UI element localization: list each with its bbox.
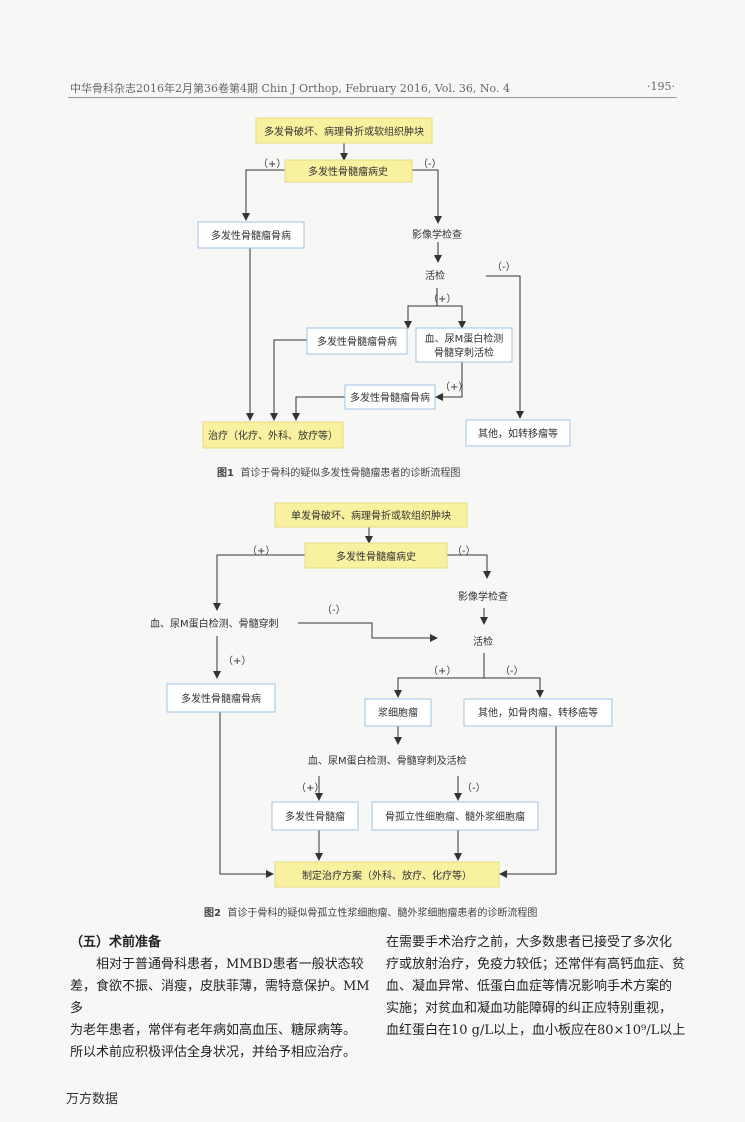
fig2-caption-label: 图2 [204,908,221,919]
body-right-line-4: 实施；对贫血和凝血功能障碍的纠正应特别重视， [386,1001,673,1016]
page-number: ·195· [647,80,675,93]
fig1-label-neg-1: （-） [418,158,442,170]
fig1-imaging-text: 影像学检查 [412,228,462,241]
fig2-history-text: 多发性骨髓瘤病史 [336,550,416,563]
fig1-history-box [284,159,413,183]
header-rule [68,97,677,98]
fig1-history-text: 多发性骨髓瘤病史 [308,165,388,178]
fig1-caption: 图1 首诊于骨科的疑似多发性骨髓瘤患者的诊断流程图 [217,464,460,479]
fig2-other-box [463,698,613,727]
fig1-label-pos-2: （+） [428,293,456,305]
watermark-text: 万方数据 [66,1092,119,1107]
fig2-other-text: 其他，如骨肉瘤、转移癌等 [478,706,598,719]
fig2-mm-text: 多发性骨髓瘤 [285,810,345,823]
fig1-mmbd-left-box [197,221,305,249]
fig2-label-pos-4: （+） [296,782,324,794]
journal-header: 中华骨科杂志2016年2月第36卷第4期 Chin J Orthop, Febr… [70,82,510,95]
fig1-start-text: 多发骨破坏、病理骨折或软组织肿块 [264,125,424,138]
fig1-mmbd-low-text: 多发性骨髓瘤骨病 [350,391,430,404]
fig2-plasmacytoma-box [364,698,432,727]
fig2-mmbd-left-text: 多发性骨髓瘤骨病 [181,692,261,705]
fig1-biopsy-text: 活检 [425,269,445,282]
body-left-line-3: 为老年患者，常伴有老年病如高血压、糖尿病等。 [70,1023,357,1038]
body-left-line-1: 相对于普通骨科患者，MMBD患者一般状态较 [96,957,364,972]
fig1-label-pos-1: （+） [258,158,286,170]
body-left-line-4: 所以术前应积极评估全身状况，并给予相应治疗。 [70,1045,357,1060]
fig2-imaging-text: 影像学检查 [458,590,508,603]
body-right-line-1: 在需要手术治疗之前，大多数患者已接受了多次化 [386,935,673,950]
fig1-blood-test-line1: 血、尿M蛋白检测 [425,332,504,345]
body-column-left: （五）术前准备 相对于普通骨科患者，MMBD患者一般状态较 差，食欲不振、消瘦，… [70,932,370,1064]
fig2-label-pos-3: （+） [428,665,456,677]
fig2-label-neg-4: （-） [462,782,486,794]
fig2-caption: 图2 首诊于骨科的疑似骨孤立性浆细胞瘤、髓外浆细胞瘤患者的诊断流程图 [204,904,537,919]
fig1-mmbd-low-box [344,384,436,410]
fig1-caption-text: 首诊于骨科的疑似多发性骨髓瘤患者的诊断流程图 [240,468,461,479]
fig1-treatment-box [202,421,344,449]
body-left-line-2: 差，食欲不振、消瘦，皮肤菲薄，需特意保护。MM多 [70,979,370,1016]
fig2-label-pos-1: （+） [247,545,275,557]
fig2-biopsy-text: 活检 [473,635,493,648]
fig2-mm-box [271,801,359,831]
fig1-blood-test-line2: 骨髓穿刺活检 [434,346,494,359]
body-right-line-2: 疗或放射治疗，免疫力较低；还常伴有高钙血症、贫 [386,957,686,972]
fig1-label-neg-2: （-） [492,261,516,273]
fig2-start-text: 单发骨破坏、病理骨折或软组织肿块 [291,509,451,522]
body-right-line-5: 血红蛋白在10 g/L以上，血小板应在80×10⁹/L以上 [386,1023,686,1038]
fig2-treatment-box [274,861,500,888]
fig2-label-neg-2: （-） [322,604,346,616]
body-right-line-3: 血、凝血异常、低蛋白血症等情况影响手术方案的 [386,979,673,994]
fig2-solitary-box [371,801,539,831]
fig2-plasmacytoma-text: 浆细胞瘤 [378,706,418,719]
fig1-caption-label: 图1 [217,468,234,479]
body-column-right: 在需要手术治疗之前，大多数患者已接受了多次化 疗或放射治疗，免疫力较低；还常伴有… [386,932,702,1042]
fig2-treatment-text: 制定治疗方案（外科、放疗、化疗等） [302,869,472,882]
fig2-blood-test2-text: 血、尿M蛋白检测、骨髓穿刺及活检 [308,754,467,767]
fig2-label-pos-2: （+） [223,655,251,667]
fig1-blood-test-box [415,327,513,363]
fig2-label-neg-1: （-） [452,545,476,557]
fig1-other-text: 其他，如转移瘤等 [478,427,558,440]
fig2-blood-test-text: 血、尿M蛋白检测、骨髓穿刺 [150,617,279,630]
fig1-treatment-text: 治疗（化疗、外科、放疗等） [208,429,338,442]
fig1-label-pos-3: （+） [440,381,468,393]
fig2-start-box [274,502,468,528]
fig2-mmbd-left-box [166,683,276,713]
fig1-mmbd-mid-box [306,327,408,355]
fig1-mmbd-left-text: 多发性骨髓瘤骨病 [211,229,291,242]
fig2-caption-text: 首诊于骨科的疑似骨孤立性浆细胞瘤、髓外浆细胞瘤患者的诊断流程图 [227,908,538,919]
section-title: （五）术前准备 [70,935,162,950]
fig2-history-box [304,542,448,569]
fig2-label-neg-3: （-） [500,665,524,677]
fig1-mmbd-mid-text: 多发性骨髓瘤骨病 [317,335,397,348]
fig1-start-box [255,117,433,144]
fig1-other-box [465,419,571,447]
fig2-solitary-text: 骨孤立性细胞瘤、髓外浆细胞瘤 [385,810,525,823]
